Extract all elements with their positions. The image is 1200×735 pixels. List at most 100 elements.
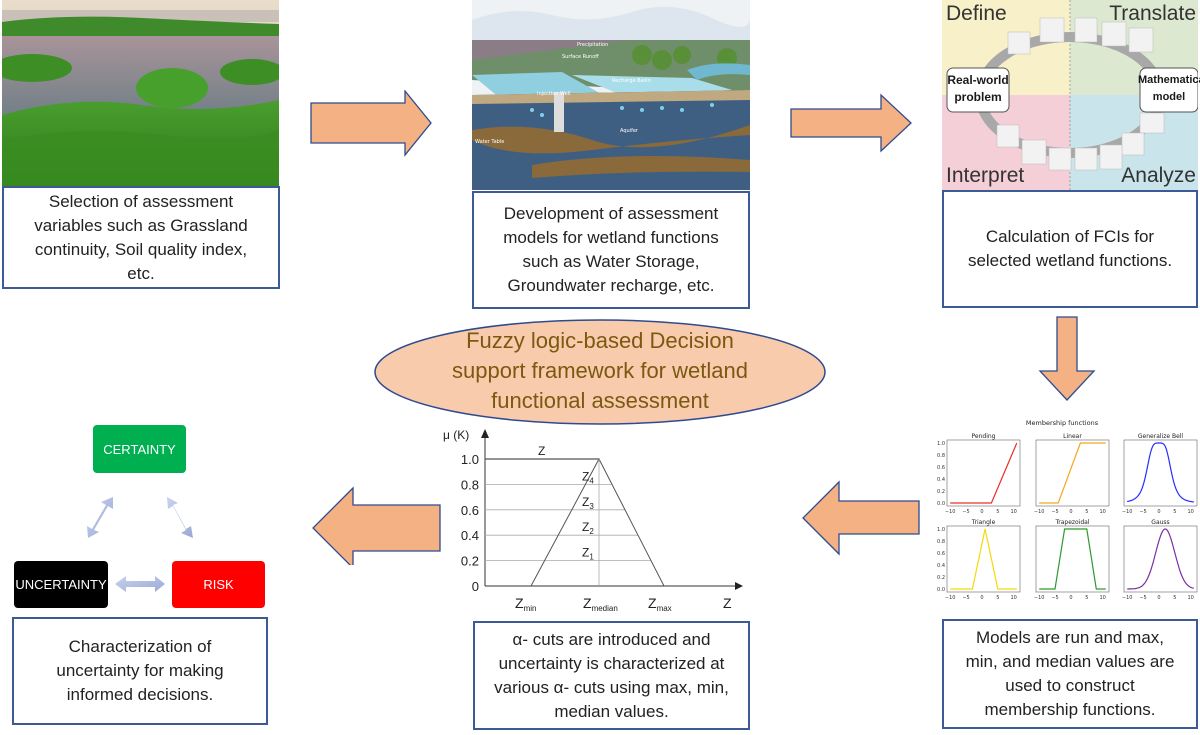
mf-xtick-label: 10 xyxy=(1010,595,1016,601)
x-axis-label: Z xyxy=(723,595,732,611)
double-arrow-uncertainty-risk xyxy=(115,576,165,592)
x-tick-sub: max xyxy=(657,604,672,613)
mf-panel-title: Trapezoidal xyxy=(1054,519,1089,526)
mf-panel-frame xyxy=(1035,525,1110,593)
groundwater-svg: Precipitation Surface Runoff Recharge Ba… xyxy=(472,0,751,190)
cut-label-sub: 1 xyxy=(589,553,594,562)
mf-ytick-label: 0.0 xyxy=(937,501,945,507)
mf-xtick-label: 5 xyxy=(996,595,999,601)
mf-panel-frame xyxy=(1123,439,1198,507)
mf-xtick-label: −5 xyxy=(1051,509,1058,515)
label-injection-well: Injection Well xyxy=(537,91,571,97)
mf-xtick-label: 5 xyxy=(1085,509,1088,515)
mf-ytick-label: 1.0 xyxy=(937,527,945,533)
mf-xtick-label: −10 xyxy=(1122,595,1133,601)
mf-xtick-label: 10 xyxy=(1187,509,1193,515)
y-tick-label: 0.8 xyxy=(461,477,479,492)
node-real-world-problem: Real-world problem xyxy=(947,73,1009,104)
uncertainty-box: UNCERTAINTY xyxy=(14,561,108,608)
mf-ytick-label: 0.4 xyxy=(937,563,945,569)
label-precipitation: Precipitation xyxy=(577,42,608,48)
quadrant-translate: Translate xyxy=(1109,2,1196,25)
label-water-table: Water Table xyxy=(475,139,504,145)
framework-title: Fuzzy logic-based Decision support frame… xyxy=(452,327,748,413)
label-surface-runoff: Surface Runoff xyxy=(562,54,599,60)
mf-ytick-label: 0.4 xyxy=(937,477,945,483)
y-axis-label: μ (K) xyxy=(443,428,469,442)
mf-panel-title: Linear xyxy=(1063,433,1082,440)
y-tick-label: 0.6 xyxy=(461,503,479,518)
mf-panel-frame xyxy=(946,439,1021,507)
mf-xtick-label: −5 xyxy=(1139,509,1146,515)
y-tick-label: 0 xyxy=(472,579,479,594)
mf-panel-title: Generalize Bell xyxy=(1138,433,1184,440)
cut-label-sub: 2 xyxy=(589,527,594,536)
mf-panel-frame xyxy=(1035,439,1110,507)
cut-label: Z3 xyxy=(582,495,594,511)
double-arrow-certainty-uncertainty xyxy=(87,497,113,538)
step6-caption-box: Characterization of uncertainty for maki… xyxy=(12,617,268,725)
mf-curve xyxy=(1127,442,1194,503)
wetland-photo xyxy=(0,0,284,186)
modeling-cycle-svg xyxy=(942,0,1199,190)
y-axis-arrowhead xyxy=(481,429,489,438)
mf-panel-title: Pending xyxy=(972,433,996,440)
y-tick-label: 0.4 xyxy=(461,528,479,543)
arrow-step2-to-step3 xyxy=(790,93,912,153)
mf-xtick-label: 0 xyxy=(1157,509,1160,515)
step3-caption: Calculation of FCIs for selected wetland… xyxy=(967,227,1173,270)
mf-xtick-label: −5 xyxy=(962,595,969,601)
mf-xtick-label: 10 xyxy=(1187,595,1193,601)
arrow-step5-to-step6 xyxy=(312,486,441,565)
mf-curve xyxy=(950,442,1018,504)
title-ellipse xyxy=(374,319,826,425)
cut-label: Z1 xyxy=(582,546,594,562)
step4-caption: Models are run and max, min, and median … xyxy=(965,628,1175,719)
label-recharge-basin: Recharge Basin xyxy=(612,78,651,84)
arrow-step1-to-step2 xyxy=(310,90,432,157)
quadrant-interpret: Interpret xyxy=(946,164,1025,187)
mf-xtick-label: 0 xyxy=(980,509,983,515)
y-tick-label: 1.0 xyxy=(461,452,479,467)
y-tick-label: 0.2 xyxy=(461,554,479,569)
x-tick-label: Zmin xyxy=(515,595,536,613)
mf-ytick-label: 0.6 xyxy=(937,465,945,471)
mf-xtick-label: 10 xyxy=(1099,595,1105,601)
step3-caption-box: Calculation of FCIs for selected wetland… xyxy=(942,190,1198,308)
mf-xtick-label: 10 xyxy=(1010,509,1016,515)
mf-xtick-label: −10 xyxy=(1034,595,1045,601)
mf-ytick-label: 0.2 xyxy=(937,489,945,495)
mf-ytick-label: 0.2 xyxy=(937,575,945,581)
step5-caption-box: α- cuts are introduced and uncertainty i… xyxy=(473,621,750,730)
cut-label-sub: 3 xyxy=(589,502,594,511)
cut-label: Z xyxy=(538,444,545,458)
mf-curve xyxy=(1127,528,1194,590)
x-axis-arrowhead xyxy=(735,582,743,590)
triad-arrows xyxy=(87,497,193,592)
mf-curve xyxy=(950,528,1017,590)
cut-label-sub: 4 xyxy=(589,476,594,485)
arrow-step4-to-step5 xyxy=(802,480,920,556)
risk-box: RISK xyxy=(172,561,265,608)
arrow-step3-to-step4 xyxy=(1038,316,1096,401)
mf-ytick-label: 0.8 xyxy=(937,539,945,545)
mf-panel-title: Gauss xyxy=(1151,519,1169,526)
certainty-box: CERTAINTY xyxy=(93,425,186,473)
mf-figure-title: Membership functions xyxy=(1026,419,1099,427)
step1-caption-box: Selection of assessment variables such a… xyxy=(2,186,280,289)
x-tick-label: Zmax xyxy=(648,595,672,613)
mf-xtick-label: 5 xyxy=(1173,595,1176,601)
mf-xtick-label: −10 xyxy=(945,595,956,601)
triangle-membership xyxy=(530,457,665,587)
mf-ytick-label: 1.0 xyxy=(937,441,945,447)
step2-caption-box: Development of assessment models for wet… xyxy=(472,191,750,309)
mf-xtick-label: −10 xyxy=(945,509,956,515)
modeling-cycle-diagram: Define Translate Interpret Analyze Real-… xyxy=(942,0,1200,190)
